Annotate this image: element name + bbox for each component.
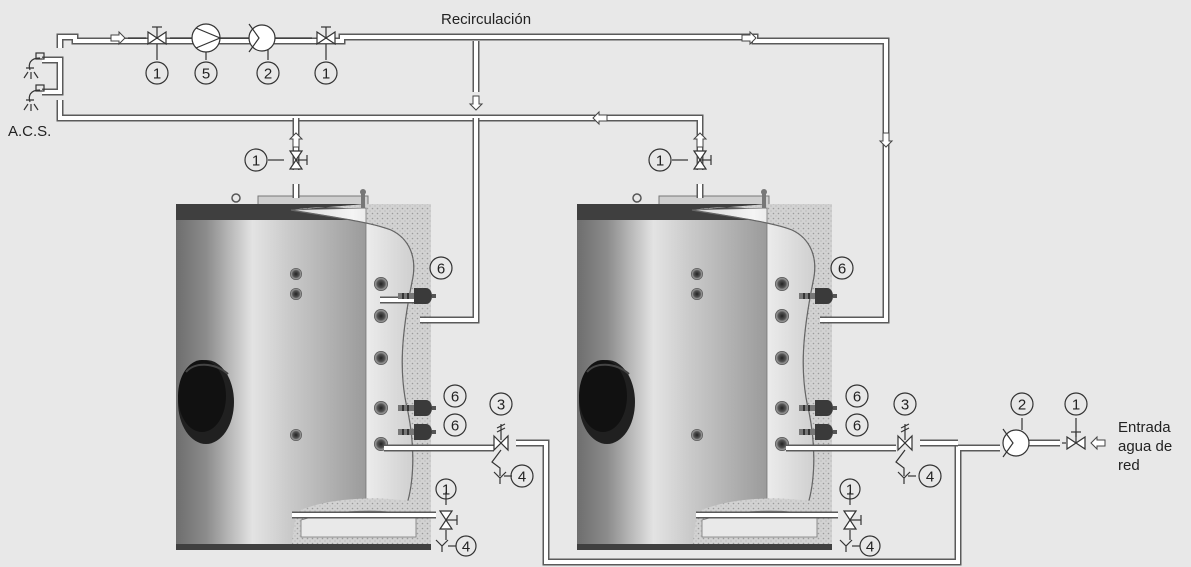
recirculation-label: Recirculación (441, 11, 531, 28)
storage-tank-right (576, 188, 833, 551)
flow-arrow-icon (592, 111, 608, 125)
callout-4: 4 (455, 535, 477, 557)
drain-icon-safety (493, 471, 916, 484)
callout-1: 1 (839, 478, 861, 500)
svg-text:2: 2 (1018, 397, 1026, 414)
callout-6: 6 (830, 256, 854, 280)
callout-3: 3 (893, 392, 917, 416)
callout-1: 1 (648, 148, 672, 172)
callout-1: 1 (435, 478, 457, 500)
callout-3: 3 (489, 392, 513, 416)
callout-1: 1 (145, 61, 169, 85)
svg-text:6: 6 (451, 418, 459, 435)
svg-text:1: 1 (442, 482, 450, 499)
callout-6: 6 (443, 384, 467, 408)
callout-6: 6 (845, 413, 869, 437)
callout-6: 6 (429, 256, 453, 280)
recirculation-components (110, 23, 893, 148)
flow-arrow-icon (469, 95, 483, 111)
callout-1: 1 (244, 148, 268, 172)
safety-valve-left (491, 423, 509, 476)
svg-text:1: 1 (252, 153, 260, 170)
inlet-label-line-1: Entrada (1118, 419, 1171, 436)
svg-text:2: 2 (264, 66, 272, 83)
svg-text:1: 1 (322, 66, 330, 83)
svg-text:5: 5 (202, 66, 210, 83)
callout-2: 2 (1010, 392, 1034, 416)
outlet-valves (268, 150, 712, 170)
tap-icons (23, 52, 45, 111)
pipe-network (42, 33, 1060, 566)
inlet-label-line-2: agua de (1118, 438, 1172, 455)
pump-icon (191, 23, 222, 53)
svg-text:6: 6 (853, 389, 861, 406)
svg-text:1: 1 (846, 482, 854, 499)
storage-tank-left (175, 188, 432, 551)
callout-4: 4 (510, 464, 534, 488)
svg-text:1: 1 (656, 153, 664, 170)
safety-valve-right (895, 423, 913, 476)
callout-6: 6 (845, 384, 869, 408)
svg-text:6: 6 (451, 389, 459, 406)
svg-text:4: 4 (518, 469, 526, 486)
svg-text:4: 4 (462, 539, 470, 556)
check-valve-icon (248, 23, 276, 53)
flow-arrow-icon (879, 132, 893, 148)
callout-2: 2 (256, 61, 280, 85)
acs-label: A.C.S. (8, 123, 51, 140)
callout-6: 6 (443, 413, 467, 437)
callout-markers: 1 5 2 1 1 1 6 6 6 3 4 1 4 6 6 6 3 4 1 4 … (145, 61, 1088, 557)
callout-1: 1 (314, 61, 338, 85)
svg-text:6: 6 (853, 418, 861, 435)
svg-text:3: 3 (497, 397, 505, 414)
check-valve-icon (1002, 428, 1030, 458)
callout-5: 5 (194, 61, 218, 85)
svg-text:4: 4 (866, 539, 874, 556)
svg-text:4: 4 (926, 469, 934, 486)
callout-1: 1 (1064, 392, 1088, 416)
svg-text:1: 1 (153, 66, 161, 83)
flow-arrow-icon (693, 132, 707, 148)
svg-text:3: 3 (901, 397, 909, 414)
flow-arrow-icon (289, 132, 303, 148)
svg-text:6: 6 (437, 261, 445, 278)
svg-text:6: 6 (838, 261, 846, 278)
callout-4: 4 (859, 535, 881, 557)
svg-text:1: 1 (1072, 397, 1080, 414)
flow-arrow-icon (1090, 436, 1106, 450)
inlet-label-line-3: red (1118, 457, 1140, 474)
cold-water-inlet (1002, 418, 1106, 458)
callout-4: 4 (918, 464, 942, 488)
